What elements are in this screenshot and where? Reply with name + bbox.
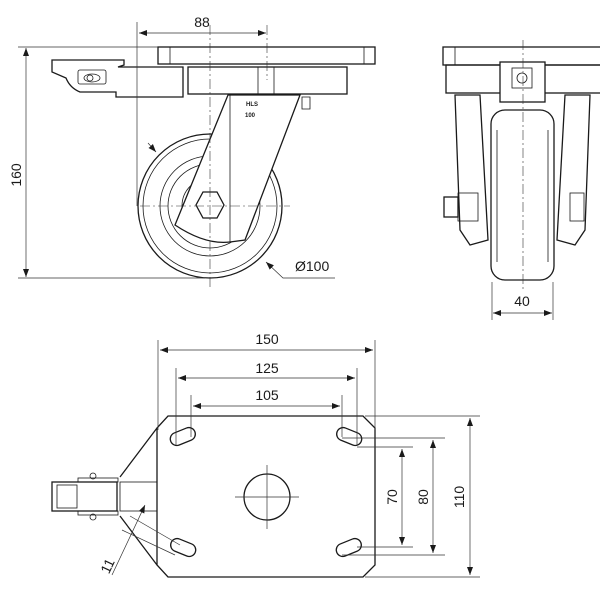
front-view: 40	[442, 40, 600, 320]
grease-nipple	[301, 96, 311, 110]
dim-plate-width: 110	[451, 486, 467, 509]
fork	[174, 94, 301, 244]
side-view: HLS 100 88 160 Ø100	[8, 14, 376, 288]
brake-arm	[119, 427, 158, 566]
mounting-slots	[169, 426, 363, 558]
slot	[335, 537, 362, 558]
fork-marking: HLS	[246, 102, 258, 108]
brake-lever	[51, 59, 184, 98]
slot	[170, 537, 197, 558]
fork-leg-right	[556, 94, 591, 246]
dim-offset: 88	[194, 14, 210, 30]
dim-wheel-width: 40	[514, 293, 530, 309]
mounting-plate	[156, 415, 376, 578]
dim-wheel-diameter: Ø100	[295, 258, 329, 274]
dim-height: 160	[8, 163, 24, 187]
plan-view: 150 125 105 110 80 70 11	[51, 331, 480, 578]
fork-marking: 100	[245, 113, 256, 119]
slot	[336, 426, 363, 447]
brake-pedal	[51, 481, 118, 512]
fork-leg-left	[454, 94, 489, 246]
dim-hole-spacing-inner-x: 105	[255, 387, 279, 403]
slot	[169, 426, 196, 447]
brake-mechanism	[499, 61, 546, 103]
swivel-housing	[187, 66, 348, 95]
axle-nut	[443, 196, 459, 218]
top-plate	[157, 46, 376, 65]
dim-slot-width: 11	[97, 556, 118, 576]
brake-pin-icon	[83, 73, 101, 83]
dim-hole-spacing-outer-y: 80	[415, 489, 431, 505]
wheel-front	[490, 109, 555, 281]
dim-hole-spacing-inner-y: 70	[384, 489, 400, 505]
dim-hole-spacing-outer-x: 125	[255, 360, 279, 376]
dim-plate-length: 150	[255, 331, 279, 347]
